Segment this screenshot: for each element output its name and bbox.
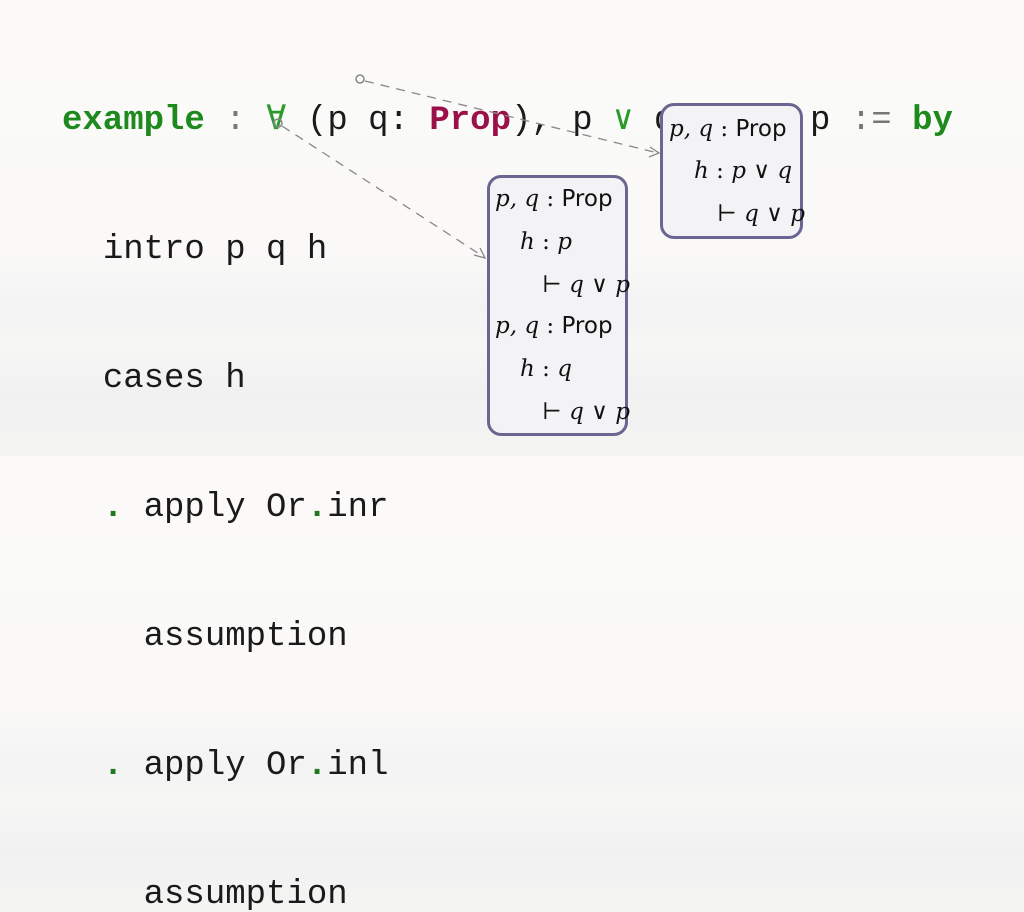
tactic-cases: cases h bbox=[102, 360, 246, 398]
tactic-assumption: assumption bbox=[143, 618, 348, 656]
tactic-intro: intro p q h bbox=[102, 231, 328, 269]
connector-arrows bbox=[273, 74, 661, 260]
type-prop: Prop bbox=[429, 102, 511, 140]
goal-target: ⊢ q ∨ p bbox=[717, 201, 805, 227]
forall-symbol: ∀ bbox=[266, 102, 287, 140]
hyp-name: h bbox=[520, 229, 535, 255]
code-line-cases: cases h bbox=[62, 358, 953, 401]
arrow-intro-to-goal bbox=[355, 74, 661, 158]
hyp-name: h bbox=[694, 158, 709, 184]
keyword-example: example bbox=[62, 102, 205, 140]
arrowhead-icon bbox=[473, 247, 487, 260]
goal-type: q ∨ p bbox=[744, 201, 805, 227]
colon: : bbox=[716, 158, 724, 184]
var-names: p, q bbox=[669, 116, 714, 142]
indent bbox=[62, 618, 144, 656]
tactic-apply: apply Or bbox=[143, 489, 307, 527]
code-line-intro: intro p q h bbox=[62, 229, 953, 272]
goal-type: q ∨ p bbox=[569, 399, 630, 425]
goal-state-box-cases: p, q : Prop h : p ⊢ q ∨ p p, q : Prop h … bbox=[487, 175, 630, 436]
code-line-assumption-1: assumption bbox=[62, 616, 953, 659]
turnstile-icon: ⊢ bbox=[717, 201, 737, 227]
goal-hypothesis: h : q bbox=[520, 356, 572, 382]
tactic-apply: apply Or bbox=[143, 747, 307, 785]
code-line-assumption-2: assumption bbox=[62, 874, 953, 912]
hyp-type: p bbox=[557, 229, 572, 255]
goal-context-vars: p, q : Prop bbox=[495, 186, 613, 212]
goal-state-box-intro: p, q : Prop h : p ∨ q ⊢ q ∨ p bbox=[660, 103, 805, 239]
colon: : bbox=[542, 229, 550, 255]
anchor-circle-icon bbox=[273, 118, 283, 128]
colon: : bbox=[720, 116, 729, 142]
code-line-example: example : ∀ (p q: Prop), p ∨ q → q ∨ p :… bbox=[62, 100, 953, 143]
arrow-cases-to-goals bbox=[273, 118, 487, 260]
hyp-type: p ∨ q bbox=[731, 158, 793, 184]
colon: : bbox=[542, 356, 550, 382]
indent bbox=[62, 876, 144, 912]
bullet-dot: . bbox=[102, 747, 124, 785]
colon: : bbox=[225, 102, 246, 140]
lemma-inr: inr bbox=[327, 489, 389, 527]
goal-context-vars: p, q : Prop bbox=[495, 313, 613, 339]
type-prop: Prop bbox=[561, 186, 613, 212]
binder-close: ), bbox=[511, 102, 552, 140]
code-line-apply-inl: . apply Or.inl bbox=[62, 745, 953, 788]
goal-target: ⊢ q ∨ p bbox=[542, 399, 630, 425]
var-names: p, q bbox=[495, 313, 540, 339]
tactic-assumption: assumption bbox=[143, 876, 348, 912]
colon: : bbox=[546, 313, 555, 339]
goal-hypothesis: h : p ∨ q bbox=[694, 158, 792, 184]
hyp-type: q bbox=[557, 356, 572, 382]
hyp-name: h bbox=[520, 356, 535, 382]
type-prop: Prop bbox=[561, 313, 613, 339]
or-symbol: ∨ bbox=[613, 102, 634, 140]
keyword-by: by bbox=[912, 102, 953, 140]
lemma-inl: inl bbox=[327, 747, 389, 785]
type-prop: Prop bbox=[735, 116, 787, 142]
indent bbox=[62, 489, 103, 527]
var-names: p, q bbox=[495, 186, 540, 212]
turnstile-icon: ⊢ bbox=[542, 399, 562, 425]
turnstile-icon: ⊢ bbox=[542, 272, 562, 298]
goal-type: q ∨ p bbox=[569, 272, 630, 298]
var-p: p bbox=[810, 102, 831, 140]
anchor-circle-icon bbox=[355, 74, 365, 84]
arrowhead-icon bbox=[648, 146, 661, 158]
goal-hypothesis: h : p bbox=[520, 229, 572, 255]
var-p: p bbox=[572, 102, 593, 140]
bullet-dot: . bbox=[102, 489, 124, 527]
goal-target: ⊢ q ∨ p bbox=[542, 272, 630, 298]
code-line-apply-inr: . apply Or.inr bbox=[62, 487, 953, 530]
assign-symbol: := bbox=[850, 102, 892, 140]
indent bbox=[62, 747, 103, 785]
colon: : bbox=[546, 186, 555, 212]
goal-context-vars: p, q : Prop bbox=[669, 116, 787, 142]
namespace-dot: . bbox=[306, 747, 328, 785]
binder-open: (p q: bbox=[306, 102, 409, 140]
namespace-dot: . bbox=[306, 489, 328, 527]
